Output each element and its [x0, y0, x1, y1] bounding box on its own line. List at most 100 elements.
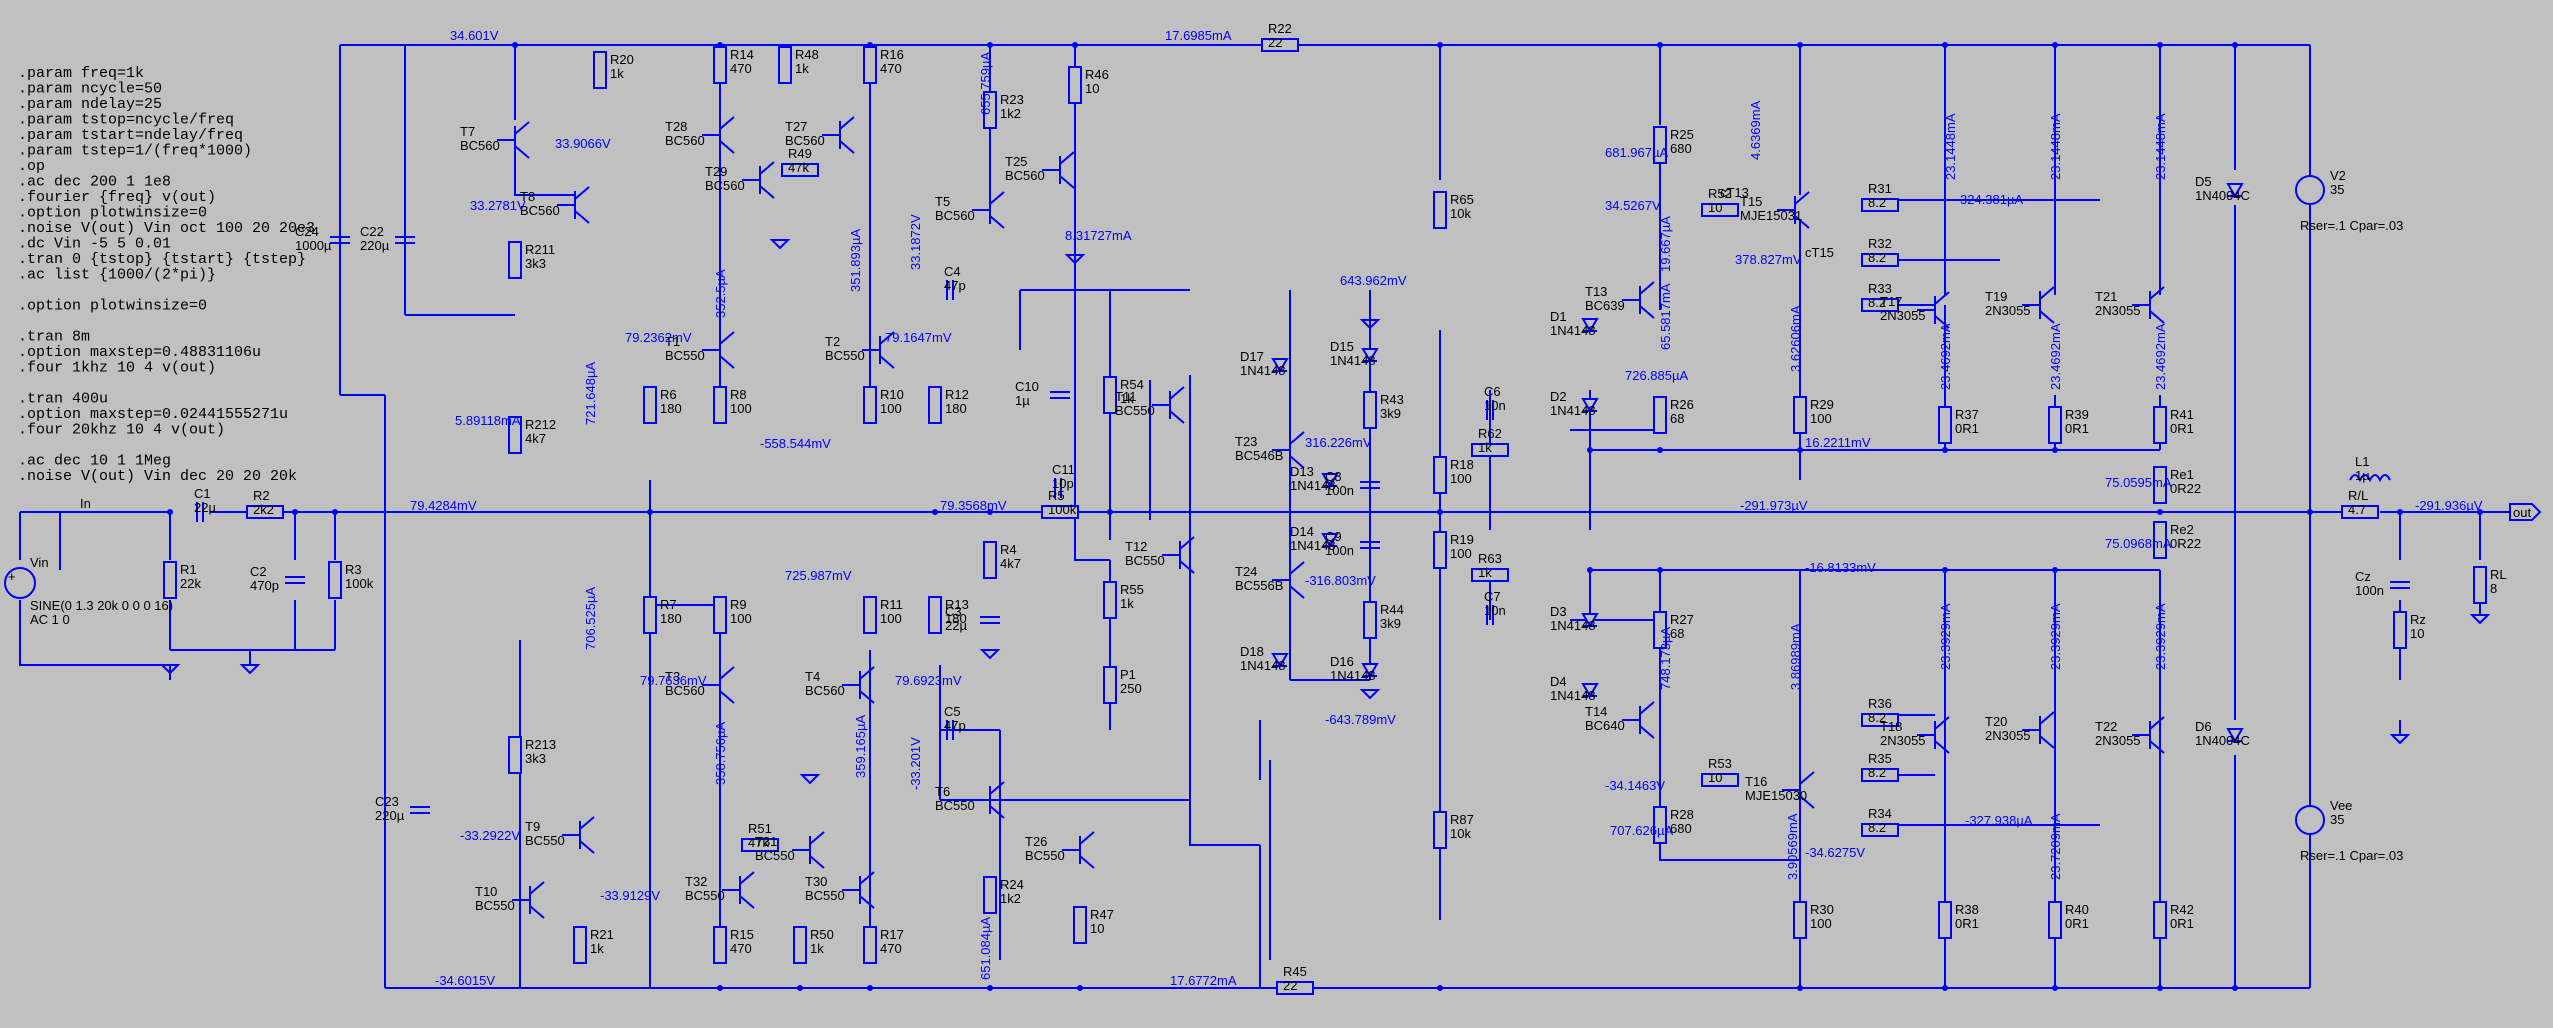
component-r-l[interactable]: R/L4.7: [2341, 488, 2379, 519]
vin-source[interactable]: + Vin SINE(0 1.3 20k 0 0 0 16) AC 1 0: [4, 555, 173, 627]
component-rl[interactable]: RL8: [2473, 566, 2507, 604]
net-label-out[interactable]: out: [2509, 503, 2542, 521]
